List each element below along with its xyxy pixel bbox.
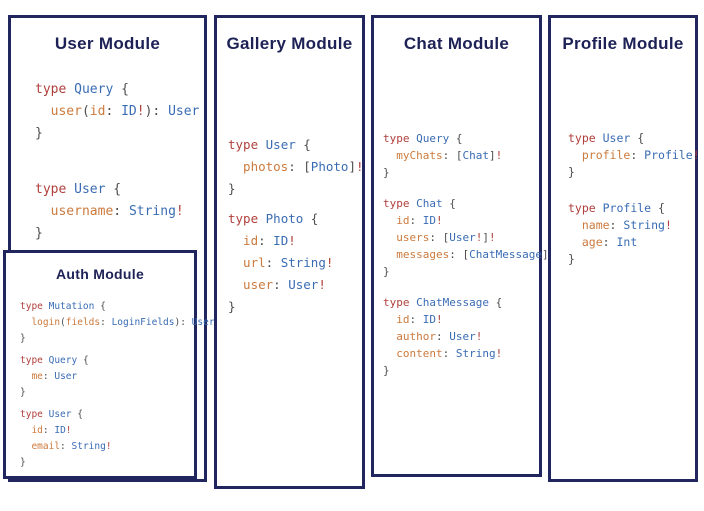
user-module-title: User Module	[54, 34, 161, 53]
gallery-module-box: Gallery Module type User { photos: [Phot…	[214, 15, 365, 489]
chat-module-box: Chat Module type Query { myChats: [Chat]…	[371, 15, 555, 477]
auth-module-title: Auth Module	[55, 266, 145, 282]
gallery-module-code: type User { photos: [Photo]!}type Photo …	[228, 137, 364, 314]
profile-module-code: type User { profile: Profile!}type Profi…	[568, 131, 700, 266]
profile-module-title: Profile Module	[562, 34, 684, 53]
auth-module-code: type Mutation { login(fields: LoginField…	[20, 301, 215, 468]
profile-module-box: Profile Module type User { profile: Prof…	[548, 15, 700, 482]
chat-module-title: Chat Module	[403, 34, 510, 53]
chat-module-code: type Query { myChats: [Chat]!}type Chat …	[383, 132, 555, 377]
gallery-module-title: Gallery Module	[226, 34, 353, 53]
user-module-code: type Query { user(id: ID!): User}type Us…	[35, 82, 200, 241]
auth-module-box: Auth Module type Mutation { login(fields…	[3, 250, 215, 479]
